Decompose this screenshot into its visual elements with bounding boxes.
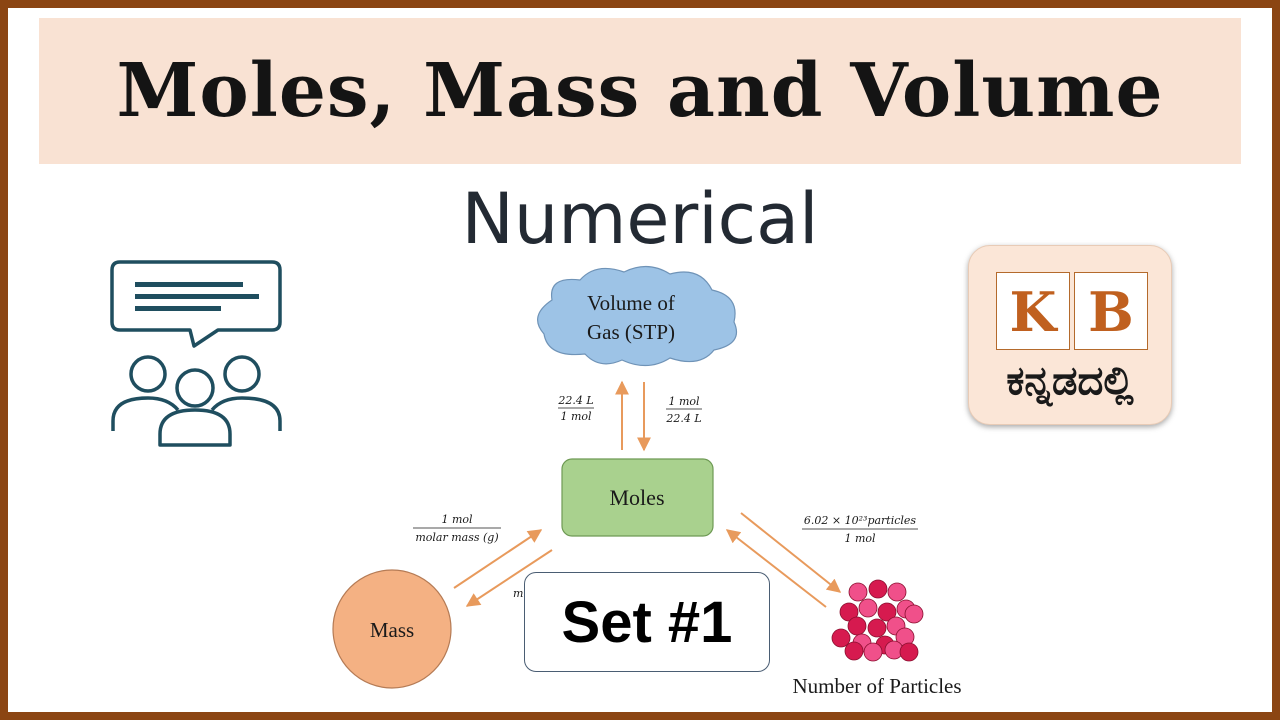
logo-letter-b: B [1074,272,1148,350]
title-banner: Moles, Mass and Volume [39,18,1241,164]
set-number-badge: Set #1 [524,572,770,672]
factor-moles-to-mass-partial: m [513,587,523,600]
factor-moles-to-volume: 22.4 L 1 mol [557,394,594,423]
factor-denominator: 1 mol [844,532,876,545]
mass-node: Mass [332,569,452,689]
particles-label: Number of Particles [792,674,961,698]
kb-kannada-logo: K B ಕನ್ನಡದಲ್ಲಿ [968,245,1172,425]
logo-letter-k: K [996,272,1070,350]
discussion-group-icon [110,260,282,447]
factor-numerator: 1 mol [441,513,473,526]
volume-of-gas-cloud: Volume of Gas (STP) [537,265,738,367]
set-number-label: Set #1 [561,590,733,655]
factor-moles-to-particles: 6.02 × 10²³particles 1 mol [802,514,918,545]
arrow-mass-to-moles [453,529,543,589]
volume-node-line2: Gas (STP) [587,320,675,344]
factor-denominator: 22.4 L [665,412,701,425]
particles-cluster-icon [831,579,924,662]
arrow-moles-to-mass [465,549,553,607]
page-title: Moles, Mass and Volume [116,48,1164,134]
factor-volume-to-moles: 1 mol 22.4 L [665,395,702,425]
volume-node-line1: Volume of [587,291,675,315]
moles-label: Moles [610,485,665,510]
logo-kannada-text: ಕನ್ನಡದಲ್ಲಿ [1006,358,1134,404]
page-subtitle: Numerical [461,178,819,260]
factor-numerator: 6.02 × 10²³particles [804,514,917,527]
factor-mass-to-moles: 1 mol molar mass (g) [413,513,501,544]
factor-denominator: molar mass (g) [415,531,498,544]
mass-label: Mass [370,618,414,642]
moles-node: Moles [561,458,714,537]
arrow-particles-to-moles [725,529,827,608]
factor-denominator: 1 mol [560,410,592,423]
factor-numerator: 1 mol [668,395,700,408]
factor-numerator: 22.4 L [557,394,593,407]
arrow-moles-to-particles [740,512,842,593]
